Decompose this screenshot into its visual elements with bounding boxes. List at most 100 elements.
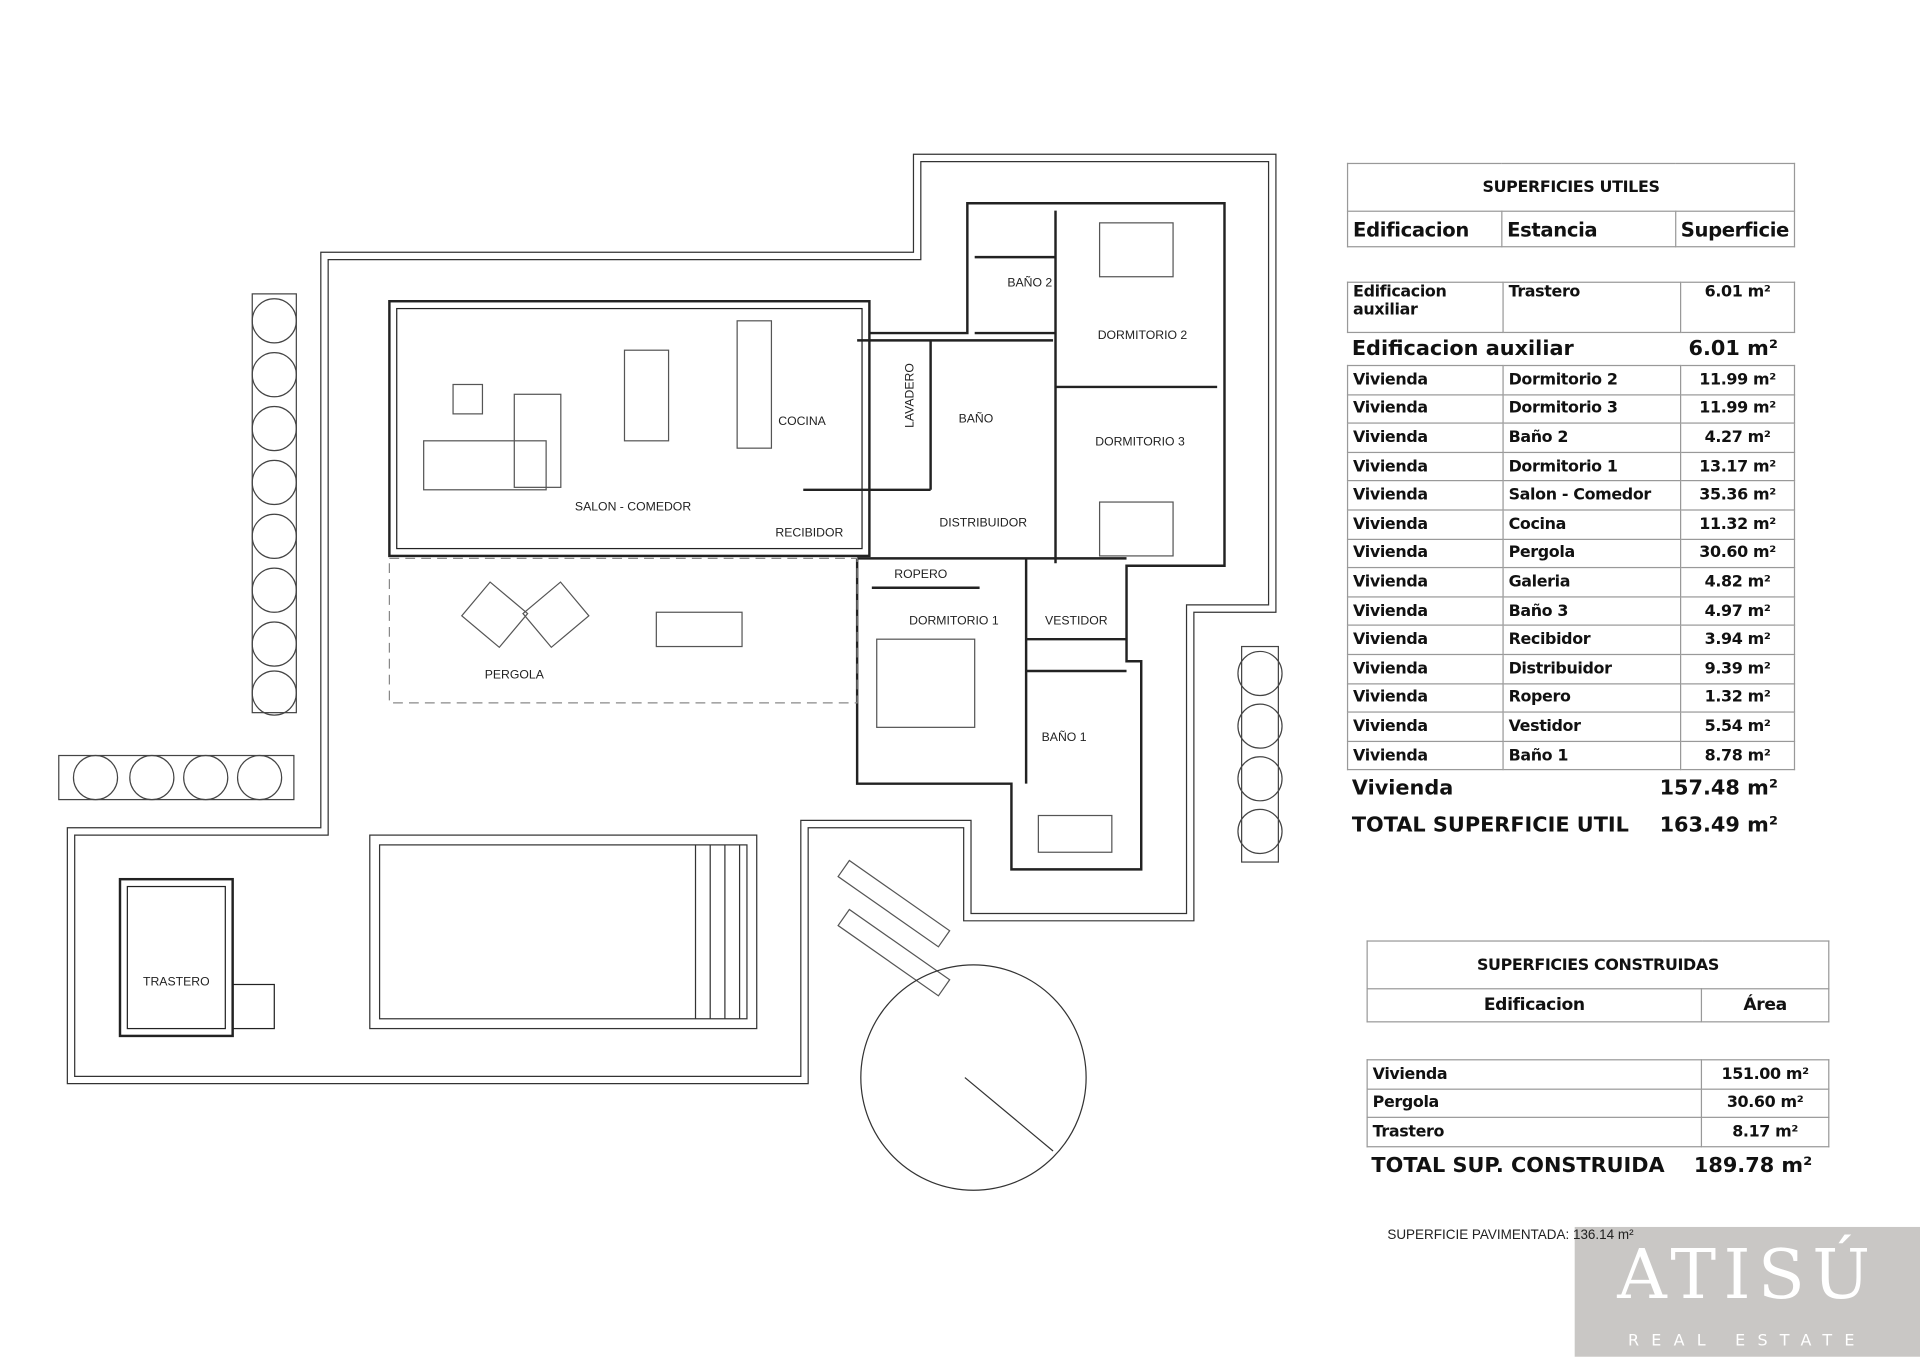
row-edificacion: Vivienda <box>1366 1059 1703 1090</box>
row-estancia: Dormitorio 1 <box>1502 451 1682 482</box>
row-superficie: 11.99 m² <box>1680 393 1796 424</box>
header-estancia: Estancia <box>1500 210 1676 248</box>
row-estancia: Dormitorio 3 <box>1502 393 1682 424</box>
room-label-dormitorio3: DORMITORIO 3 <box>1095 435 1185 449</box>
row-superficie: 4.97 m² <box>1680 596 1796 627</box>
row-estancia: Pergola <box>1502 538 1682 569</box>
pool <box>369 834 758 1030</box>
row-estancia: Baño 2 <box>1502 422 1682 453</box>
row-estancia: Dormitorio 2 <box>1502 364 1682 396</box>
room-label-pergola: PERGOLA <box>485 667 545 681</box>
aux-total-label: Edificacion auxiliar <box>1351 336 1574 362</box>
row-edificacion: Vivienda <box>1346 422 1504 453</box>
row-estancia: Galeria <box>1502 567 1682 598</box>
trastero-building <box>118 877 275 1038</box>
construida-total-label: TOTAL SUP. CONSTRUIDA <box>1371 1153 1665 1178</box>
atisu-logo: ATISÚ REAL ESTATE <box>1574 1226 1920 1357</box>
grand-total-label: TOTAL SUPERFICIE UTIL <box>1351 813 1629 838</box>
row-edificacion: Vivienda <box>1346 740 1504 771</box>
row-estancia: Ropero <box>1502 682 1682 713</box>
logo-name: ATISÚ <box>1617 1235 1878 1316</box>
header-edificacion: Edificacion <box>1346 210 1503 248</box>
header-edificacion: Edificacion <box>1366 988 1703 1023</box>
house-walls <box>388 202 1226 871</box>
row-edificacion: Vivienda <box>1346 624 1504 656</box>
room-label-dormitorio2: DORMITORIO 2 <box>1098 328 1188 342</box>
row-superficie: 9.39 m² <box>1680 653 1796 684</box>
row-edificacion: Pergola <box>1366 1088 1703 1119</box>
trees <box>58 293 1283 863</box>
furniture <box>423 222 1174 997</box>
row-edificacion: Vivienda <box>1346 451 1504 482</box>
vivienda-total-value: 157.48 m² <box>1659 776 1778 802</box>
construidas-title: SUPERFICIES CONSTRUIDAS <box>1366 940 1830 990</box>
room-label-bano2: BAÑO 2 <box>1007 276 1052 290</box>
row-edificacion: Vivienda <box>1346 393 1504 424</box>
row-superficie: 1.32 m² <box>1680 682 1796 713</box>
room-label-cocina: COCINA <box>778 414 826 428</box>
row-edificacion: Vivienda <box>1346 567 1504 598</box>
room-label-bano1: BAÑO 1 <box>1042 730 1087 744</box>
row-estancia: Baño 3 <box>1502 596 1682 627</box>
aux-edificacion: Edificacion auxiliar <box>1346 281 1504 334</box>
row-edificacion: Vivienda <box>1346 538 1504 569</box>
pool-ladder <box>964 1077 1054 1152</box>
round-pool <box>860 964 1087 1191</box>
room-label-trastero: TRASTERO <box>143 975 210 989</box>
lot-boundary <box>66 153 1277 1085</box>
row-estancia: Vestidor <box>1502 711 1682 742</box>
row-estancia: Salon - Comedor <box>1502 480 1682 511</box>
row-edificacion: Vivienda <box>1346 653 1504 684</box>
aux-superficie: 6.01 m² <box>1680 281 1796 334</box>
utiles-title: SUPERFICIES UTILES <box>1346 162 1796 212</box>
room-label-recibidor: RECIBIDOR <box>775 525 843 539</box>
aux-total-value: 6.01 m² <box>1688 336 1778 362</box>
row-edificacion: Trastero <box>1366 1116 1703 1148</box>
aux-total: Edificacion auxiliar 6.01 m² <box>1347 333 1795 365</box>
room-label-bano: BAÑO <box>959 411 994 425</box>
row-area: 151.00 m² <box>1700 1059 1830 1090</box>
room-label-dormitorio1: DORMITORIO 1 <box>909 613 999 627</box>
row-superficie: 5.54 m² <box>1680 711 1796 742</box>
row-superficie: 13.17 m² <box>1680 451 1796 482</box>
row-area: 30.60 m² <box>1700 1088 1830 1119</box>
aux-estancia: Trastero <box>1502 281 1682 334</box>
room-label-salon: SALON - COMEDOR <box>575 500 691 514</box>
header-superficie: Superficie <box>1674 210 1796 248</box>
row-superficie: 4.27 m² <box>1680 422 1796 453</box>
row-superficie: 4.82 m² <box>1680 567 1796 598</box>
row-estancia: Recibidor <box>1502 624 1682 656</box>
row-estancia: Cocina <box>1502 509 1682 540</box>
construida-total-value: 189.78 m² <box>1693 1153 1813 1178</box>
pergola-outline <box>388 557 858 704</box>
row-edificacion: Vivienda <box>1346 711 1504 742</box>
row-superficie: 3.94 m² <box>1680 624 1796 656</box>
row-superficie: 11.99 m² <box>1680 364 1796 396</box>
row-edificacion: Vivienda <box>1346 364 1504 396</box>
row-area: 8.17 m² <box>1700 1116 1830 1148</box>
logo-tagline: REAL ESTATE <box>1627 1332 1867 1351</box>
room-label-distribuidor: DISTRIBUIDOR <box>939 516 1027 530</box>
room-label-ropero: ROPERO <box>894 567 947 581</box>
